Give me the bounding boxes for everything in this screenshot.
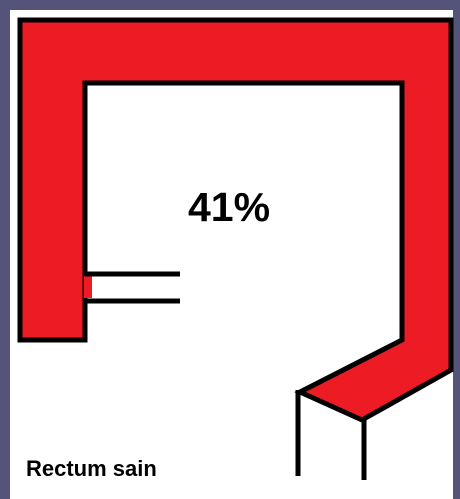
frame-border-right: [453, 0, 460, 499]
opening-marker: [84, 276, 92, 298]
caption-label: Rectum sain: [26, 456, 157, 481]
frame-border-top: [0, 0, 460, 10]
rectal-wall: [17, 17, 454, 423]
frame-border-left: [0, 0, 10, 499]
percentage-label: 41%: [188, 184, 271, 230]
